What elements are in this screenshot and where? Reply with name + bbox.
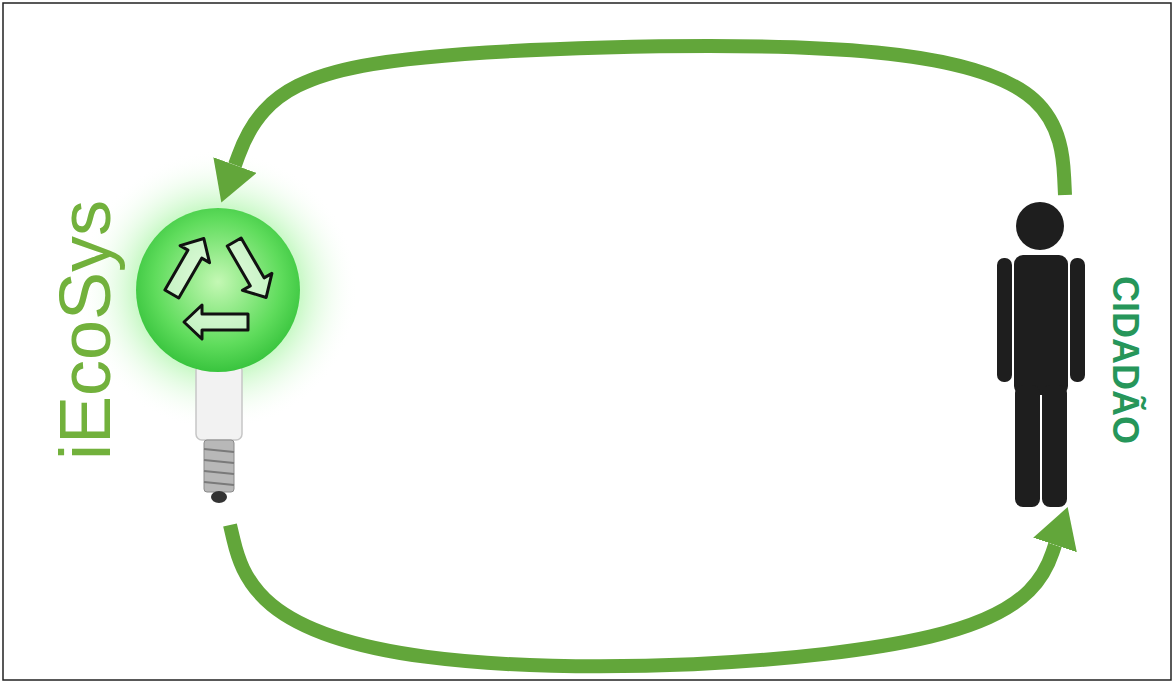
person-icon	[997, 202, 1085, 507]
frame	[3, 3, 1171, 680]
flow-arrow	[230, 525, 1055, 666]
actor-name: CIDADÃO	[1104, 276, 1145, 444]
recycle-symbol	[157, 230, 281, 339]
citizen-node: CIDADÃO	[990, 195, 1155, 545]
flow-arrow	[235, 46, 1065, 195]
system-name: iEcoSys	[44, 200, 127, 460]
bulb-base	[196, 364, 242, 503]
bulb-globe	[136, 208, 300, 372]
system-node: iEcoSys	[30, 165, 330, 525]
